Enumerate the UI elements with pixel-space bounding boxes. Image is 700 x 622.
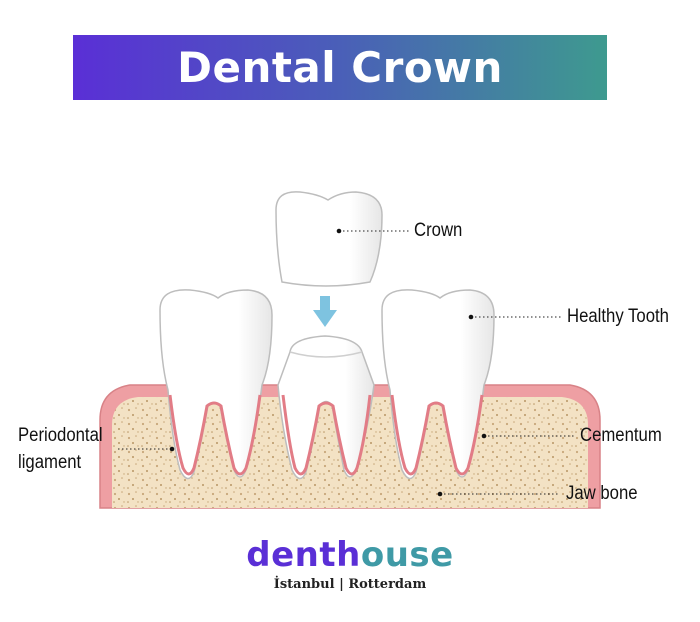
title-banner: Dental Crown	[73, 35, 607, 100]
label-periodontal: Periodontal	[18, 425, 103, 446]
cities-text: İstanbul | Rotterdam	[273, 577, 427, 592]
right-tooth	[381, 289, 495, 480]
label-jaw-bone: Jaw bone	[566, 483, 638, 504]
crown	[275, 191, 383, 287]
page-title: Dental Crown	[177, 43, 503, 92]
prepared-tooth	[277, 335, 375, 480]
brand-part-2: use	[384, 535, 454, 575]
label-healthy-tooth: Healthy Tooth	[567, 306, 669, 327]
tooth-o-icon: o	[360, 535, 385, 575]
leader-dots	[169, 228, 487, 497]
leader-lines	[118, 230, 574, 495]
brand-part-1: denth	[246, 535, 361, 575]
label-ligament: ligament	[18, 452, 82, 473]
label-cementum: Cementum	[580, 425, 662, 446]
down-arrow-icon	[313, 296, 337, 327]
left-tooth	[159, 289, 273, 480]
label-crown: Crown	[414, 220, 463, 241]
brand-name: denthouse	[0, 535, 700, 575]
brand-logo: denthouse İstanbul | Rotterdam	[0, 535, 700, 592]
